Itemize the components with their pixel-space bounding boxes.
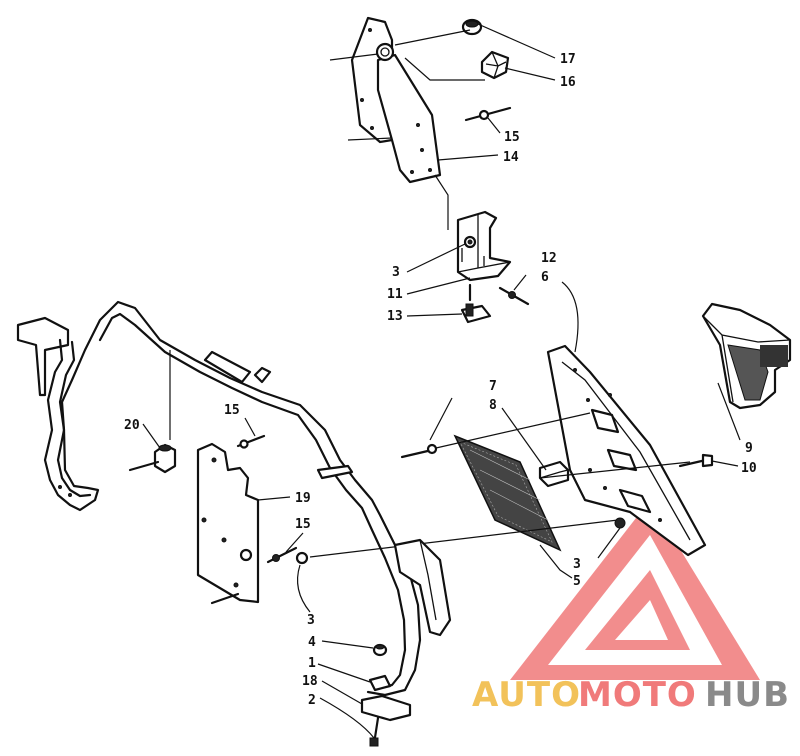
- screw-7: [400, 443, 438, 459]
- callout-13: 13: [387, 309, 403, 324]
- callout-7: 7: [489, 379, 497, 394]
- callout-11: 11: [387, 287, 403, 302]
- nut-3-lower: [295, 551, 309, 565]
- screw-15-middle: [236, 434, 266, 449]
- callout-14: 14: [503, 150, 519, 165]
- callout-10: 10: [741, 461, 757, 476]
- mesh-screen-5: [453, 434, 562, 552]
- screw-15-lower: [266, 546, 298, 564]
- callout-1: 1: [308, 656, 316, 671]
- handle-pad-9: [701, 302, 792, 410]
- bracket-8: [538, 460, 570, 488]
- callout-9: 9: [745, 441, 753, 456]
- upper-bracket-plate: [376, 53, 442, 184]
- watermark-logo: [510, 500, 760, 680]
- watermark-triangle-hole: [615, 600, 668, 640]
- watermark-text-moto: MOTO: [578, 675, 697, 715]
- callout-18: 18: [302, 674, 318, 689]
- callout-12: 12: [541, 251, 557, 266]
- screw-part-top: [464, 106, 512, 122]
- callout-3-top: 3: [392, 265, 400, 280]
- bushing-20: [128, 443, 177, 474]
- watermark-text-auto: AUTO: [472, 675, 581, 715]
- watermark-triangle-core: [585, 570, 690, 650]
- bolt-2: [369, 716, 380, 747]
- callout-8: 8: [489, 398, 497, 413]
- callout-17: 17: [560, 52, 576, 67]
- callout-3-right: 3: [573, 557, 581, 572]
- mid-bracket: [434, 174, 530, 324]
- spacer-1: [368, 674, 392, 692]
- upper-bracket-assembly: [329, 16, 442, 184]
- bushing-part: [480, 50, 510, 80]
- callout-16: 16: [560, 75, 576, 90]
- callout-6: 6: [541, 270, 549, 285]
- watermark-text-hub: HUB: [705, 675, 790, 715]
- callout-2: 2: [308, 693, 316, 708]
- side-panel-6: [546, 281, 707, 557]
- mounting-plate-19: [196, 442, 260, 605]
- callout-5: 5: [573, 574, 581, 589]
- callout-4: 4: [308, 635, 316, 650]
- callout-3-lower: 3: [307, 613, 315, 628]
- cap-part: [461, 18, 483, 36]
- nut-3-right: [614, 517, 626, 529]
- callout-15-top: 15: [504, 130, 520, 145]
- main-tube-frame: [16, 300, 452, 722]
- callout-19: 19: [295, 491, 311, 506]
- nut-4: [372, 643, 388, 657]
- screw-10: [678, 453, 714, 468]
- callout-15-lower: 15: [295, 517, 311, 532]
- callout-20: 20: [124, 418, 140, 433]
- bushing-hole: [375, 42, 395, 62]
- watermark-wordmark: AUTO MOTO HUB: [472, 675, 790, 715]
- callout-15-middle: 15: [224, 403, 240, 418]
